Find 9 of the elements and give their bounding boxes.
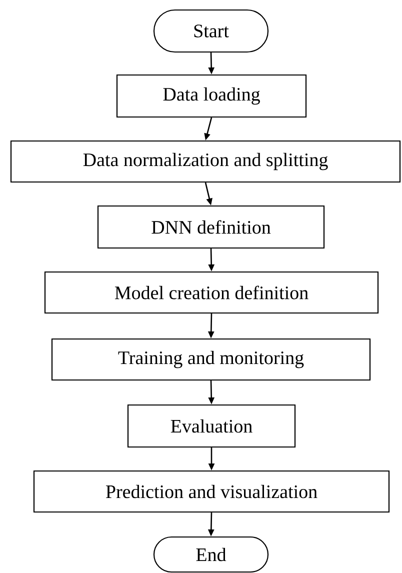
process-box: Model creation definition: [44, 271, 379, 314]
process-box: Prediction and visualization: [33, 470, 390, 513]
terminal-box: End: [153, 536, 269, 573]
terminal-box: Start: [153, 9, 269, 53]
process-box: Data loading: [116, 74, 307, 118]
process-box: Evaluation: [127, 404, 296, 448]
process-box: Data normalization and splitting: [10, 140, 401, 183]
process-box: DNN definition: [97, 205, 325, 249]
process-box: Training and monitoring: [51, 338, 371, 381]
